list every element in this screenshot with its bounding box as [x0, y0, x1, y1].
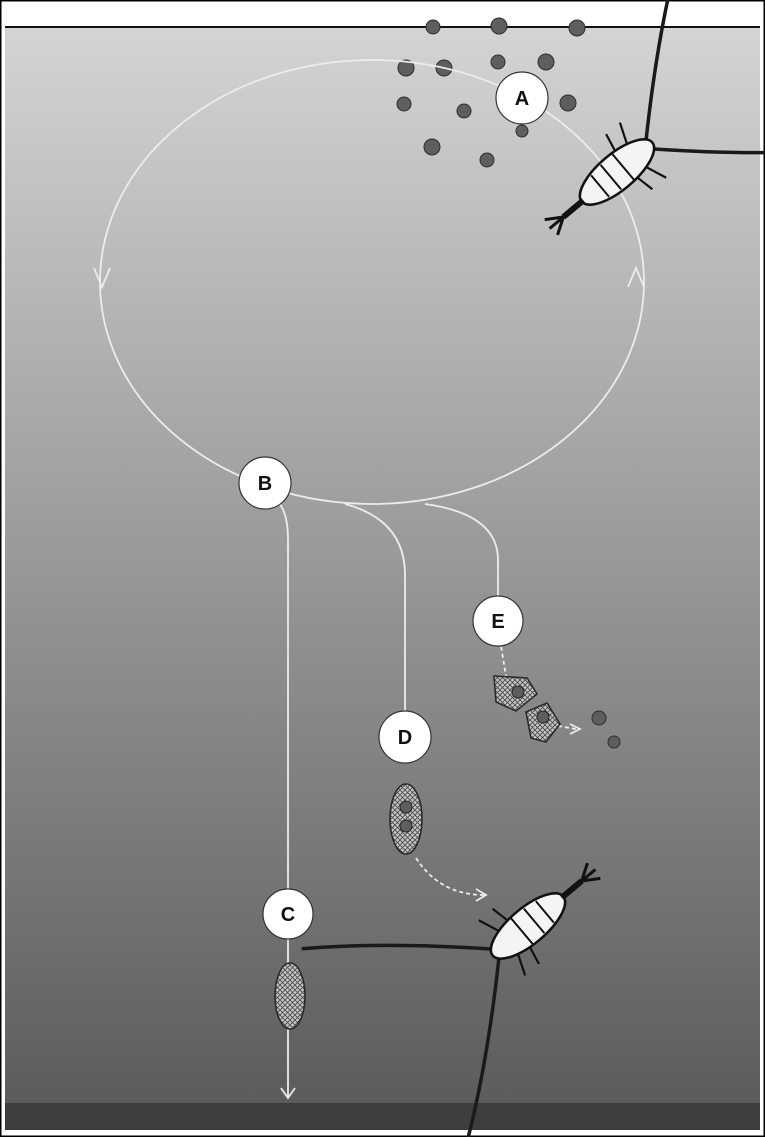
broken-pellet-d	[389, 783, 423, 855]
arrow-d-to-copepod	[415, 857, 485, 896]
particle-icon	[537, 53, 555, 71]
fecal-pellet-icon	[389, 783, 423, 855]
particle-icon	[425, 19, 441, 35]
antenna-left	[644, 0, 681, 142]
copepod-icon	[544, 0, 765, 236]
up-arrow-icon	[627, 265, 645, 288]
label-d: D	[378, 710, 432, 764]
pathway-e	[424, 503, 499, 605]
particle-icon	[399, 819, 413, 833]
arrow-fragments-to-particles	[557, 725, 577, 730]
particle-icon	[396, 96, 412, 112]
particle-icon	[490, 17, 508, 35]
particle-icon	[536, 710, 550, 724]
label-a-text: A	[515, 88, 529, 110]
particle-icon	[456, 103, 472, 119]
label-c-text: C	[281, 904, 295, 926]
particle-icon	[479, 152, 495, 168]
label-e-text: E	[491, 611, 504, 633]
pathway-d	[344, 503, 406, 720]
antenna-left	[464, 956, 501, 1137]
particle-icon	[511, 685, 525, 699]
down-arrow-icon	[93, 267, 111, 290]
label-a: A	[495, 71, 549, 125]
label-b: B	[238, 456, 292, 510]
particle-icon	[559, 94, 577, 112]
particle-icon	[397, 59, 415, 77]
fecal-pellet-icon	[274, 962, 306, 1030]
particle-icon	[591, 710, 607, 726]
particle-icon	[399, 800, 413, 814]
pellet-fragments-e	[493, 675, 561, 743]
label-d-text: D	[398, 727, 412, 749]
antenna-right	[652, 147, 765, 155]
particle-icon	[515, 124, 529, 138]
particle-icon	[607, 735, 621, 749]
release-arrows	[415, 639, 577, 896]
copepod-icon	[301, 862, 601, 1137]
seafloor	[5, 1103, 760, 1130]
antenna-right	[301, 943, 493, 951]
label-c: C	[262, 888, 314, 940]
particle-icon	[490, 54, 506, 70]
migration-loop	[93, 59, 645, 505]
arrowhead-icon	[569, 723, 583, 735]
label-e: E	[472, 595, 524, 647]
particle-icon	[568, 19, 586, 37]
water-column	[5, 27, 760, 1103]
pathway-c-arrowhead	[280, 1087, 296, 1100]
label-b-text: B	[258, 473, 272, 495]
arrow-e-to-fragments	[499, 639, 507, 677]
particle-icon	[423, 138, 441, 156]
arrowhead-icon	[475, 888, 488, 902]
